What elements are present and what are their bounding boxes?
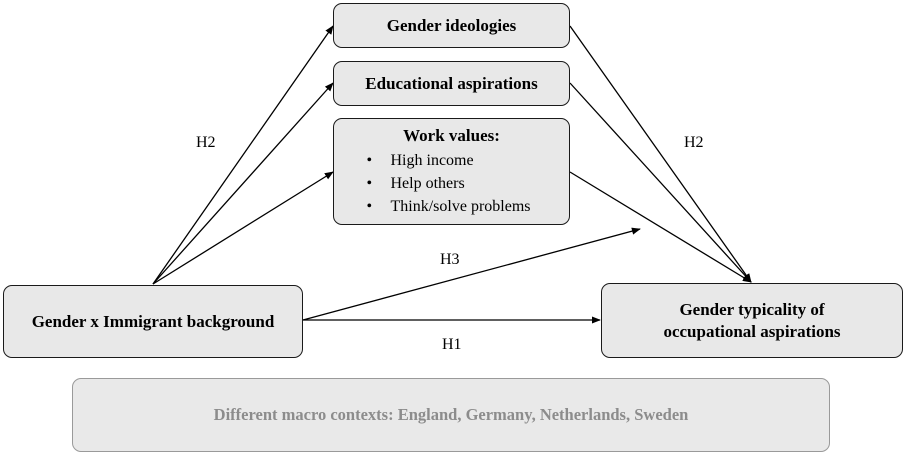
work-value-item: High income [373,149,531,172]
work-value-item: Think/solve problems [373,195,531,218]
arrow-to-ideologies [152,25,334,285]
predictor-label: Gender x Immigrant background [31,311,275,331]
mediator-educational-aspirations: Educational aspirations [333,61,570,106]
arrow-ideologies-to-outcome [569,25,752,283]
arrow-workvalues-to-outcome [569,171,752,283]
work-values-title: Work values: [403,126,500,145]
hypothesis-h2-right-label: H2 [684,134,704,151]
mediator-educational-aspirations-label: Educational aspirations [365,73,538,93]
hypothesis-h1-label: H1 [442,336,462,353]
outcome-box: Gender typicality of occupational aspira… [601,283,903,358]
hypothesis-h2-left-label: H2 [196,134,216,151]
arrow-moderation-h3 [302,227,641,321]
mediator-gender-ideologies-label: Gender ideologies [386,15,517,35]
arrow-aspirations-to-outcome [569,82,752,283]
work-values-list: High income Help others Think/solve prob… [373,149,531,218]
mediator-gender-ideologies: Gender ideologies [333,3,570,48]
predictor-box: Gender x Immigrant background [3,285,303,358]
outcome-label-line1: Gender typicality of [679,299,825,319]
work-value-item: Help others [373,172,531,195]
arrow-to-aspirations [152,82,334,285]
macro-context-label: Different macro contexts: England, Germa… [213,405,689,424]
hypothesis-h3-label: H3 [440,251,460,268]
outcome-label-line2: occupational aspirations [663,321,841,341]
arrow-to-work-values [152,171,334,285]
mediator-work-values: Work values: High income Help others Thi… [333,118,570,225]
macro-context-box: Different macro contexts: England, Germa… [72,378,830,452]
